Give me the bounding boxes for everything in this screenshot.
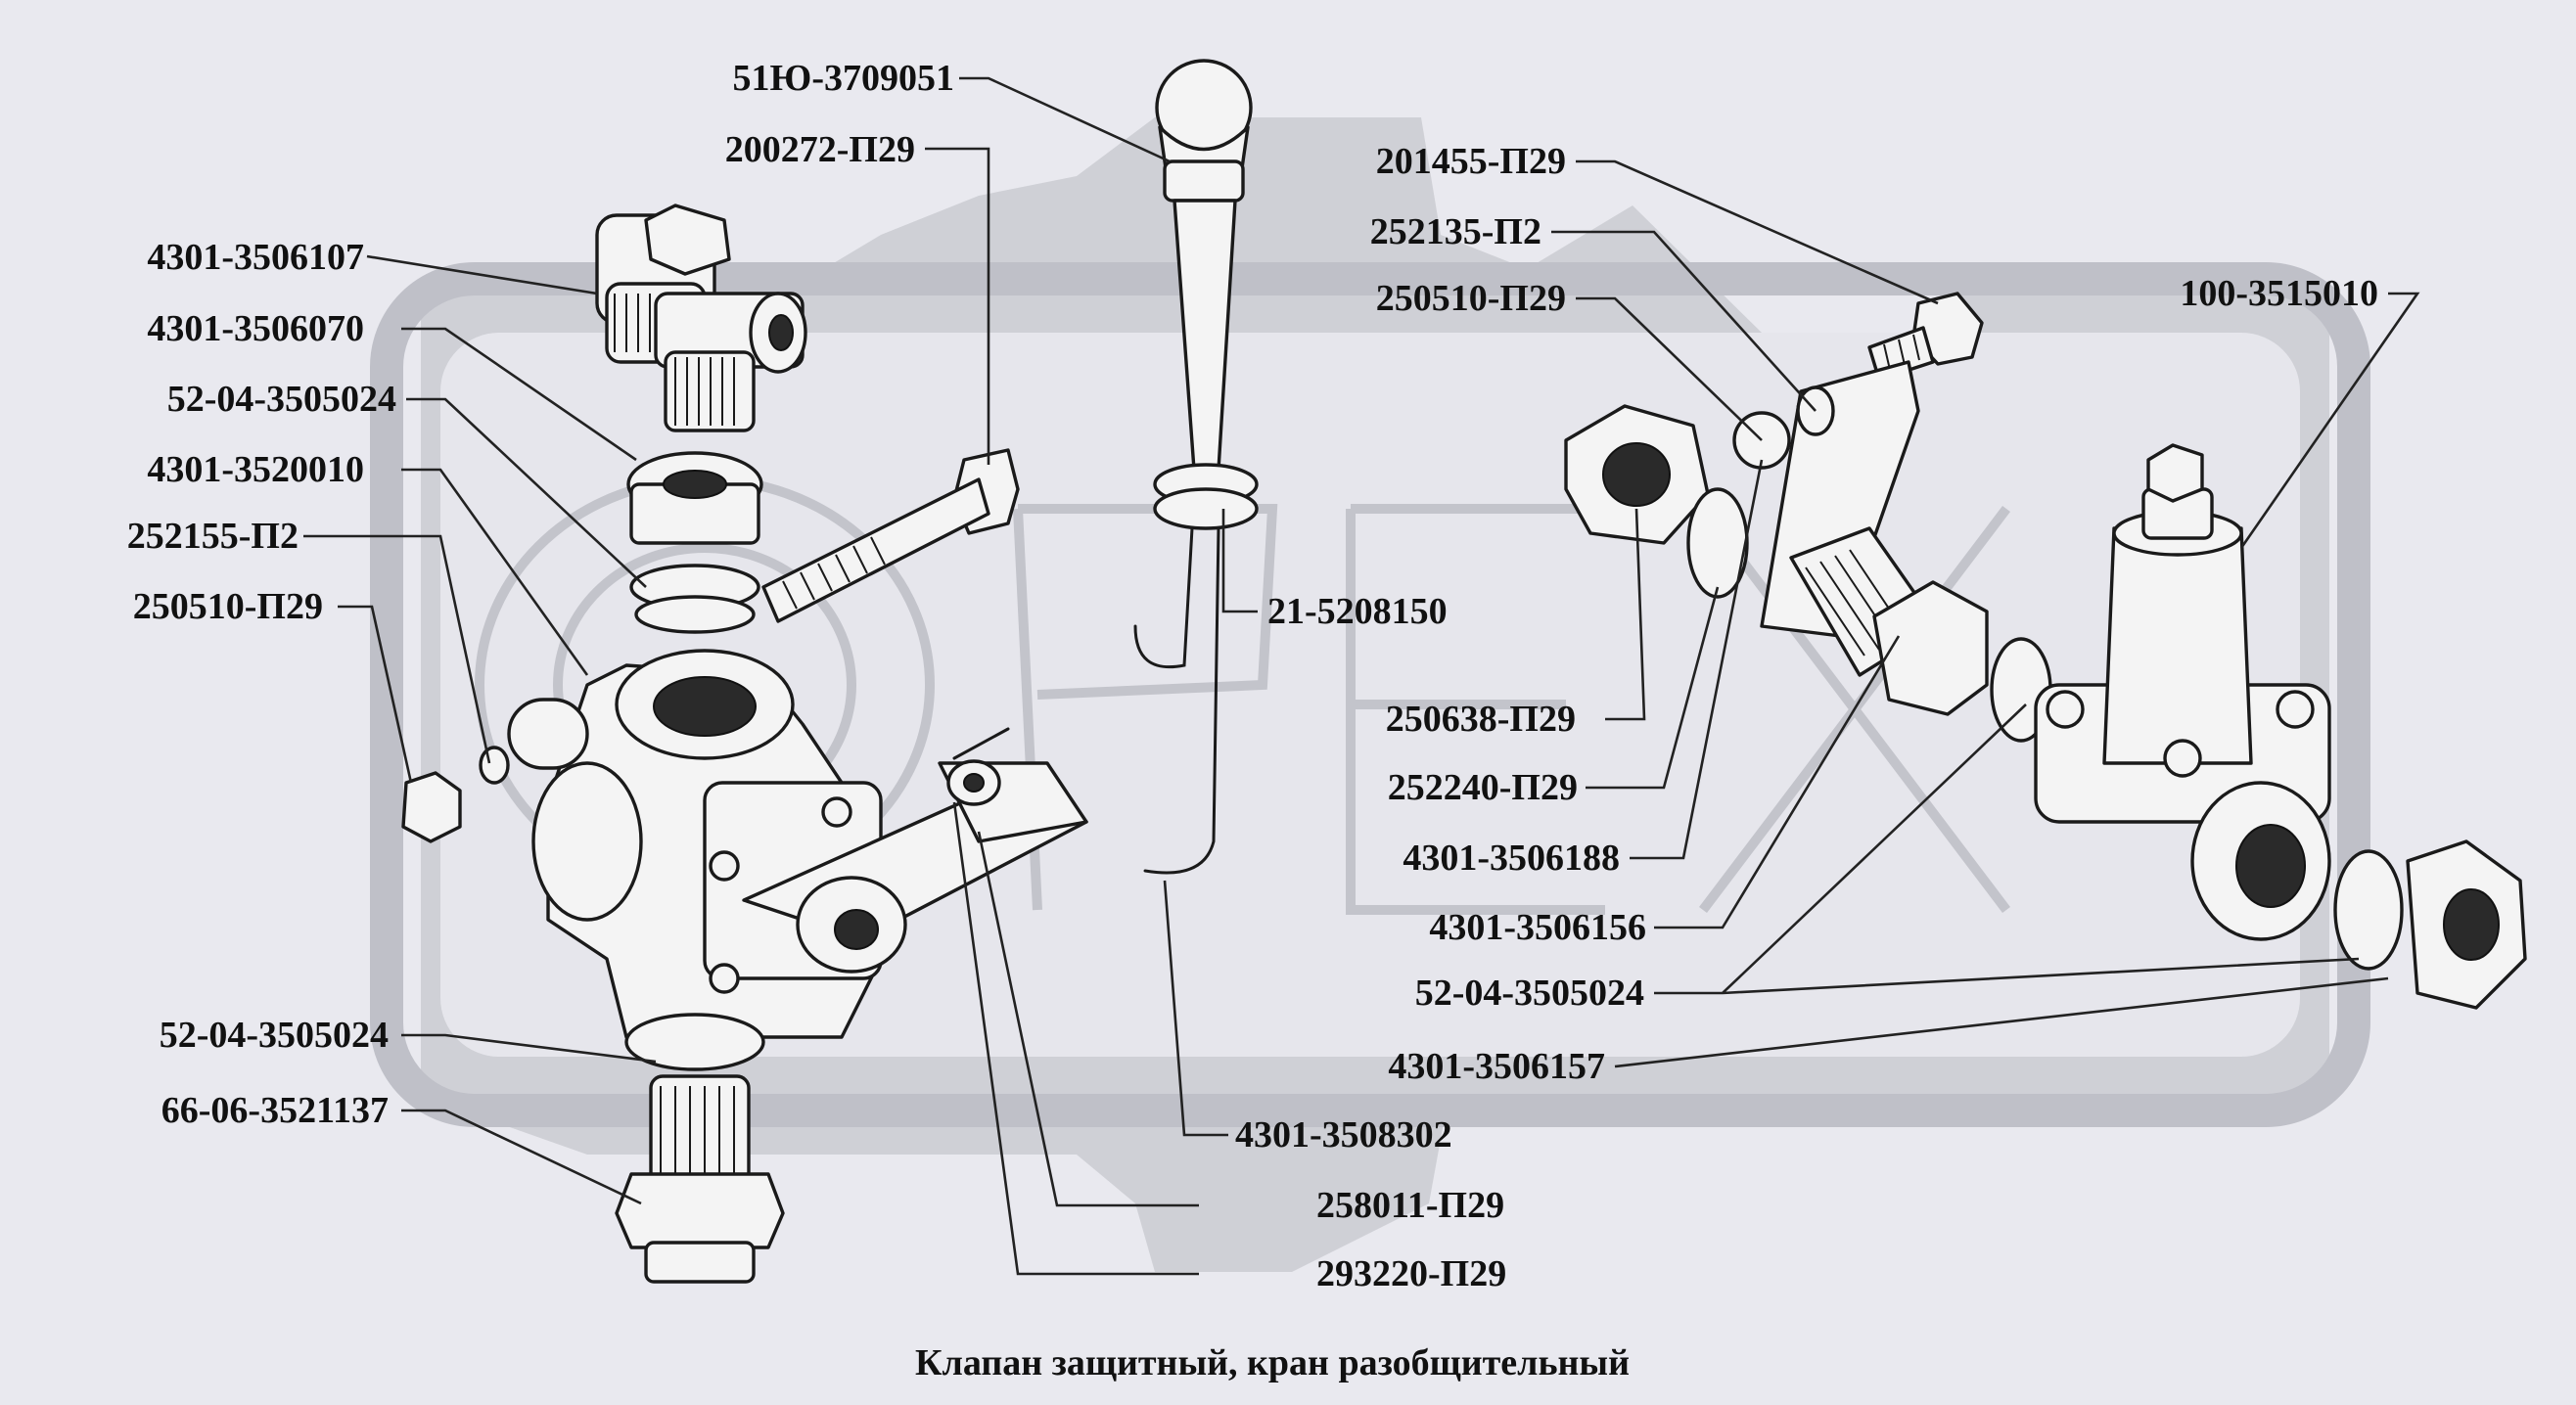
fitting-bottom (615, 1013, 785, 1284)
labels-left: 4301-3506107 4301-3506070 52-04-3505024 … (127, 237, 396, 1131)
part-label: 4301-3508302 (1235, 1114, 1452, 1156)
lever-arm (938, 727, 1088, 843)
part-label: 51Ю-3709051 (733, 58, 954, 99)
tee-fitting (595, 204, 807, 432)
part-label: 252135-П2 (1370, 211, 1541, 252)
valve-body (507, 649, 1088, 1039)
leader-lines (303, 76, 2420, 1276)
part-label: 21-5208150 (1267, 591, 1448, 632)
part-label: 201455-П29 (1376, 141, 1566, 182)
regulator-body (2034, 443, 2331, 941)
part-label: 100-3515010 (2180, 273, 2378, 314)
nut-large (1564, 404, 1710, 545)
bolt-long (761, 448, 1020, 623)
handle-rod (1133, 59, 1259, 875)
part-label: 252155-П2 (127, 516, 299, 557)
part-label: 250510-П29 (133, 586, 323, 627)
part-label: 200272-П29 (725, 129, 915, 170)
part-label: 4301-3506070 (147, 308, 364, 349)
labels-middle: 21-5208150 250638-П29 252240-П29 4301-35… (1235, 591, 1646, 1294)
labels-top: 51Ю-3709051 200272-П29 (725, 58, 954, 170)
part-label: 52-04-3505024 (167, 379, 396, 420)
part-label: 252240-П29 (1388, 767, 1578, 808)
diagram-caption: Клапан защитный, кран разобщительный (915, 1342, 1630, 1383)
part-label: 250510-П29 (1376, 278, 1566, 319)
part-label: 293220-П29 (1316, 1253, 1506, 1294)
part-label: 4301-3506107 (147, 237, 364, 278)
part-label: 258011-П29 (1316, 1185, 1504, 1226)
part-label: 66-06-3521137 (161, 1090, 389, 1131)
outlet-fitting (2333, 839, 2527, 1010)
part-label: 52-04-3505024 (1415, 973, 1644, 1014)
part-label: 4301-3506188 (1403, 838, 1620, 879)
part-label: 4301-3520010 (147, 449, 364, 490)
part-label: 4301-3506157 (1388, 1046, 1605, 1087)
union-nut-top (626, 451, 763, 634)
part-label: 4301-3506156 (1429, 907, 1646, 948)
labels-right: 201455-П29 252135-П2 250510-П29 100-3515… (1370, 141, 2378, 319)
part-label: 52-04-3505024 (160, 1015, 389, 1056)
part-label: 250638-П29 (1386, 699, 1576, 740)
